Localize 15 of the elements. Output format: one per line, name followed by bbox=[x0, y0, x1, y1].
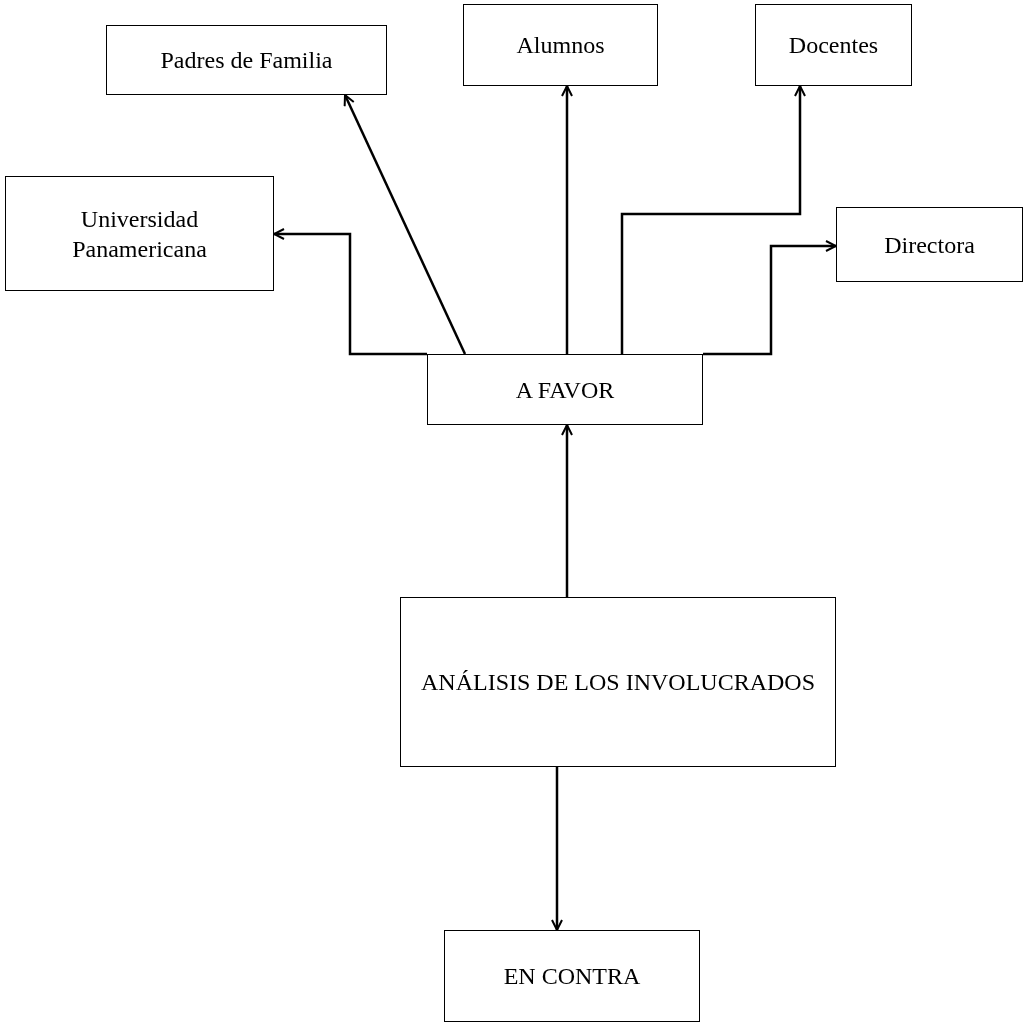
arrow bbox=[343, 94, 467, 355]
process-box: Universidad Panamericana bbox=[5, 176, 274, 291]
process-box: EN CONTRA bbox=[444, 930, 700, 1022]
arrow bbox=[273, 228, 427, 356]
process-box: Directora bbox=[836, 207, 1023, 282]
process-box: ANÁLISIS DE LOS INVOLUCRADOS bbox=[400, 597, 836, 767]
process-box: Padres de Familia bbox=[106, 25, 387, 95]
arrow bbox=[561, 424, 573, 597]
arrow bbox=[561, 85, 573, 354]
arrow bbox=[551, 767, 563, 931]
process-box: Alumnos bbox=[463, 4, 658, 86]
arrow bbox=[703, 240, 837, 356]
process-box: Docentes bbox=[755, 4, 912, 86]
process-box: A FAVOR bbox=[427, 354, 703, 425]
arrow bbox=[620, 85, 806, 354]
